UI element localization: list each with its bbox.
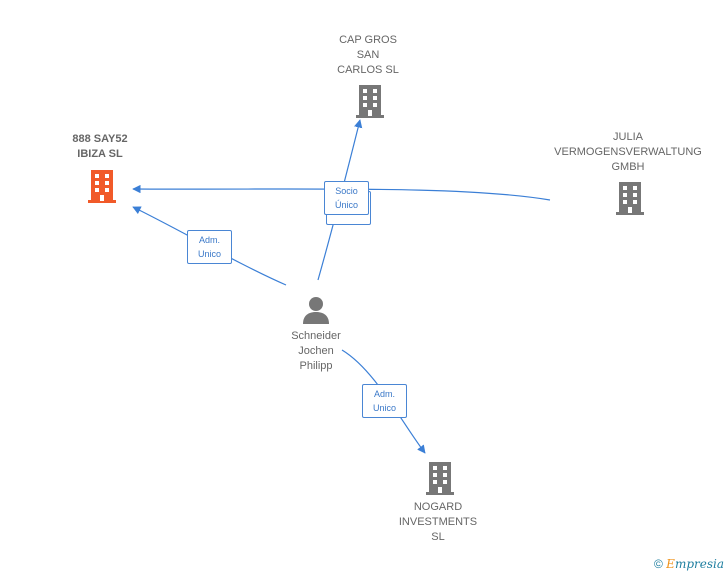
node-label-nogard: NOGARD INVESTMENTS SL — [398, 501, 478, 543]
edge-label-adm-unico[interactable]: Adm. Unico — [187, 230, 232, 264]
empresia-watermark: © Empresia — [654, 557, 724, 571]
edge-label-socio-unico[interactable]: Socio Único — [324, 181, 369, 215]
building-icon[interactable] — [86, 168, 118, 204]
brand-rest: mpresia — [674, 557, 724, 571]
building-icon[interactable] — [424, 460, 456, 496]
building-icon[interactable] — [354, 83, 386, 119]
brand-initial: E — [666, 557, 675, 571]
copyright-icon: © — [653, 557, 663, 571]
node-label-julia: JULIA VERMOGENSVERWALTUNG GMBH — [554, 131, 702, 173]
person-icon[interactable] — [300, 294, 332, 326]
building-icon[interactable] — [614, 180, 646, 216]
node-label-capgros: CAP GROS SAN CARLOS SL — [337, 34, 399, 76]
node-label-schneider: Schneider Jochen Philipp — [291, 330, 341, 372]
edge-label-adm-unico[interactable]: Adm. Unico — [362, 384, 407, 418]
edge-julia-say52 — [132, 184, 551, 201]
node-label-say52: 888 SAY52 IBIZA SL — [72, 133, 128, 160]
